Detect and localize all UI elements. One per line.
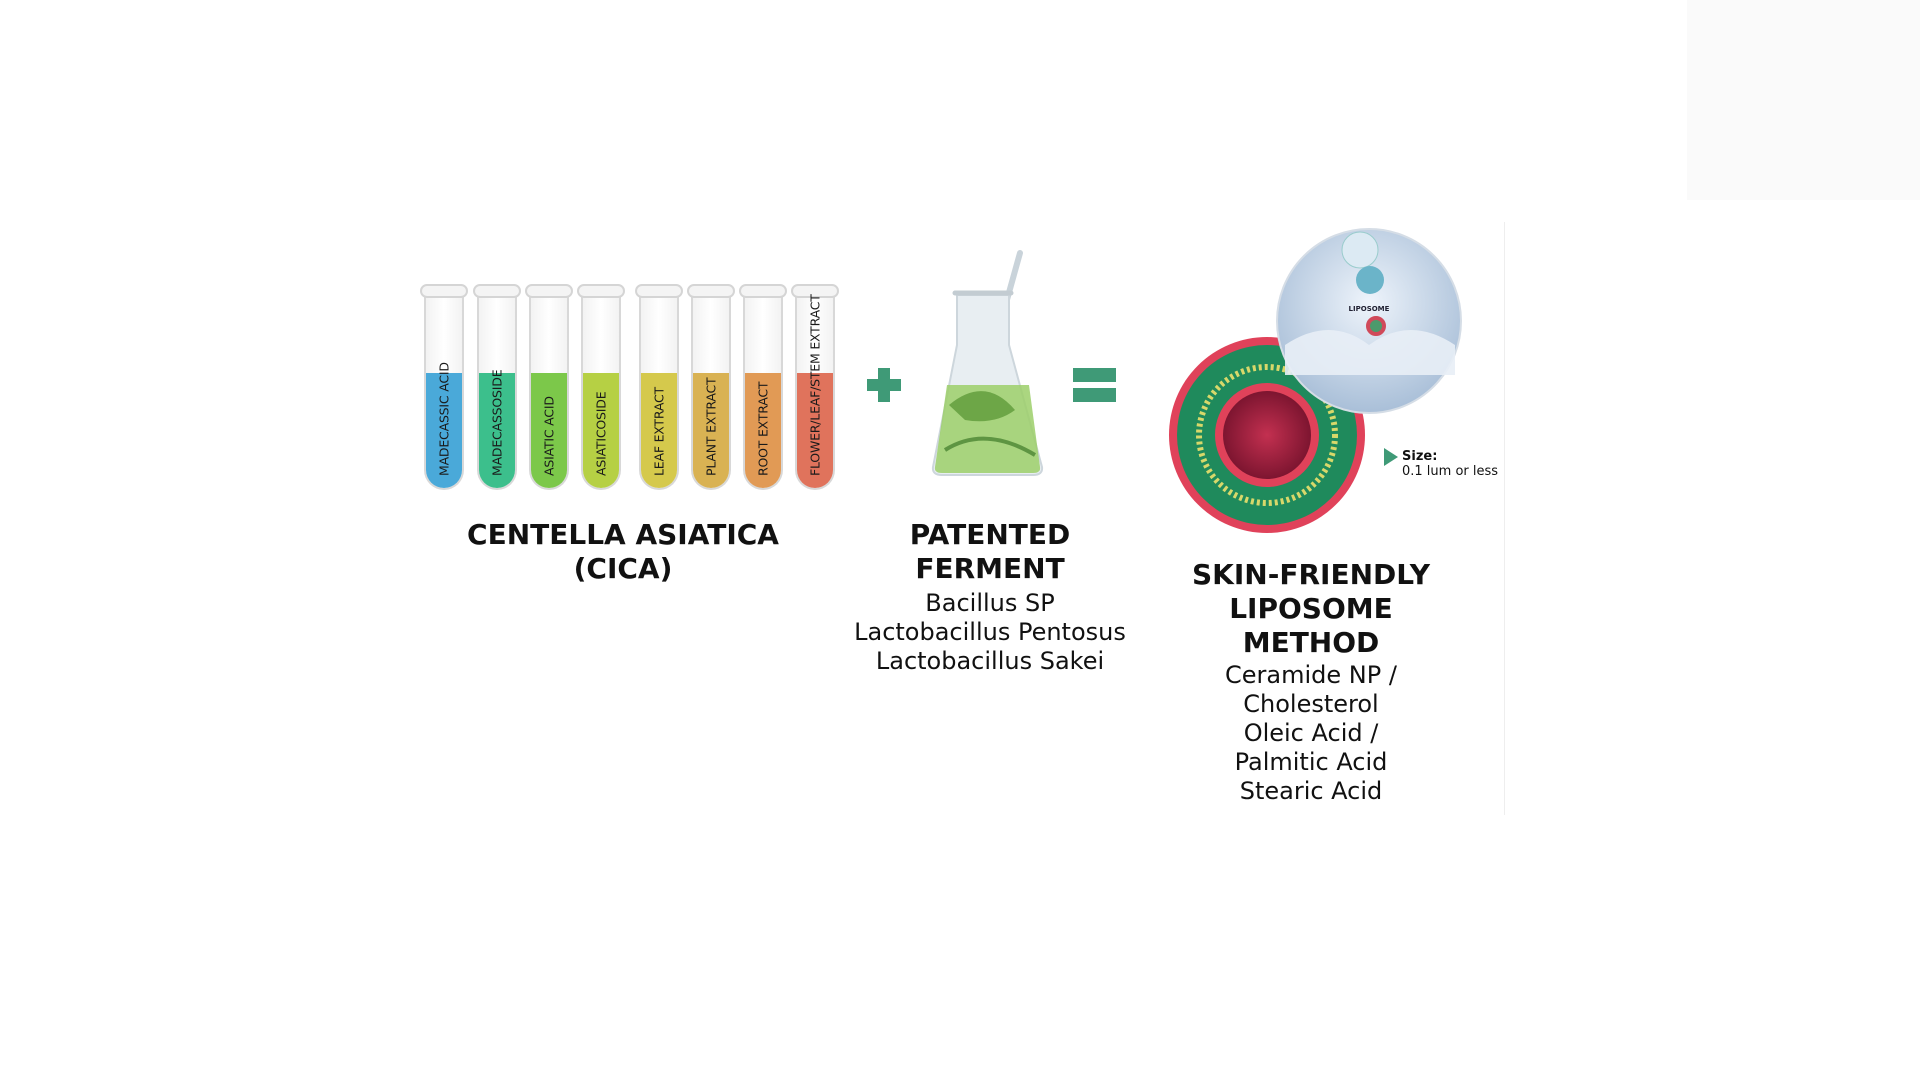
test-tube: MADECASSOSIDE: [473, 284, 521, 490]
flask-icon: [931, 250, 1044, 476]
ferment-item: Lactobacillus Pentosus: [854, 618, 1126, 646]
ferment-title-line1: PATENTED: [909, 518, 1071, 551]
liposome-title-line1: SKIN-FRIENDLY: [1192, 558, 1430, 591]
tube-label: ASIATICOSIDE: [593, 391, 609, 476]
tube-label: LEAF EXTRACT: [651, 387, 667, 476]
cica-title: CENTELLA ASIATICA (CICA): [467, 518, 779, 585]
ferment-item: Lactobacillus Sakei: [875, 647, 1105, 675]
tube-label: MADECASSIC ACID: [436, 362, 452, 476]
liposome-illustration: LIPOSOME: [1169, 228, 1462, 533]
corner-panel: [1687, 0, 1920, 200]
test-tube: ASIATICOSIDE: [577, 284, 625, 490]
ferment-title-line2: FERMENT: [915, 552, 1065, 585]
size-arrow-icon: [1384, 448, 1398, 466]
tube-label: MADECASSOSIDE: [489, 369, 505, 476]
test-tube: MADECASSIC ACID: [420, 284, 468, 490]
tube-label: ROOT EXTRACT: [755, 381, 771, 476]
divider: [1504, 222, 1505, 815]
liposome-item: Stearic Acid: [1239, 777, 1383, 805]
test-tube: LEAF EXTRACT: [635, 284, 683, 490]
liposome-item: Cholesterol: [1243, 690, 1379, 718]
test-tube: PLANT EXTRACT: [687, 284, 735, 490]
size-value: 0.1 lum or less: [1402, 464, 1499, 479]
liposome-title-line3: METHOD: [1242, 626, 1380, 659]
size-label: Size:: [1402, 449, 1438, 464]
liposome-item: Oleic Acid /: [1243, 719, 1379, 747]
tube-label: PLANT EXTRACT: [703, 377, 719, 476]
inset-label: LIPOSOME: [1349, 305, 1390, 313]
test-tube: FLOWER/LEAF/STEM EXTRACT: [791, 284, 839, 490]
test-tube: ROOT EXTRACT: [739, 284, 787, 490]
liposome-item: Ceramide NP /: [1225, 661, 1397, 689]
liposome-item: Palmitic Acid: [1234, 748, 1388, 776]
tube-label: ASIATIC ACID: [541, 396, 557, 476]
liposome-title-line2: LIPOSOME: [1229, 592, 1393, 625]
tube-label: FLOWER/LEAF/STEM EXTRACT: [807, 294, 823, 476]
test-tube: ASIATIC ACID: [525, 284, 573, 490]
ferment-item: Bacillus SP: [925, 589, 1055, 617]
